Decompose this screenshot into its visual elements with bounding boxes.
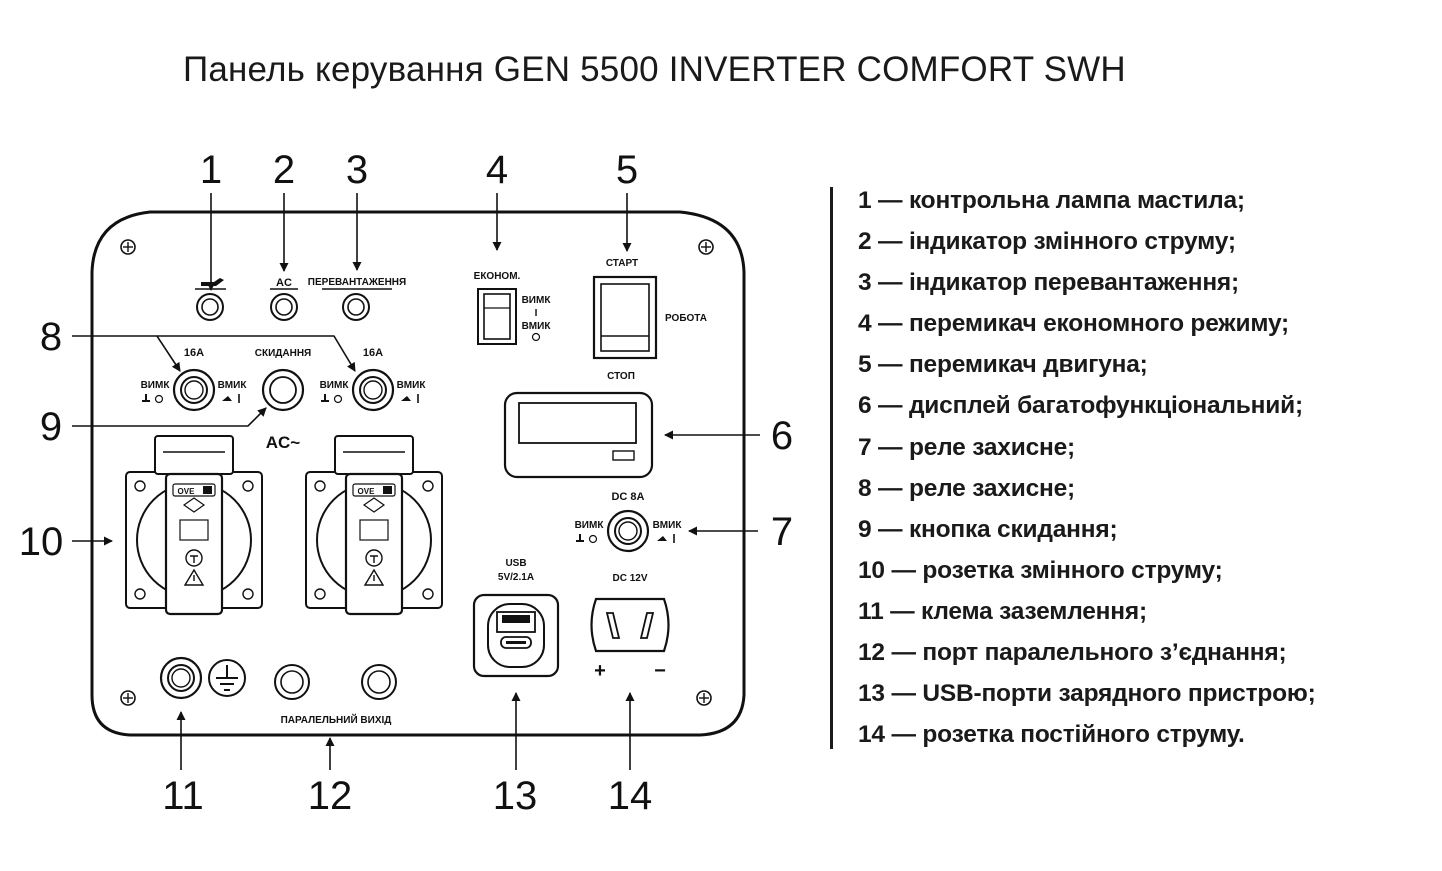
dc-breaker-label: DC 8A: [611, 491, 644, 503]
overload-indicator-lamp: [342, 293, 370, 321]
breaker-left-off-label: ВИМК: [141, 380, 171, 391]
engine-start-label: СТАРТ: [606, 258, 638, 269]
callout-7: 7: [771, 510, 793, 554]
ac-indicator-label: AC: [276, 277, 292, 289]
ac-socket-right[interactable]: OVE: [305, 435, 443, 616]
legend-item: 11 — клема заземлення;: [858, 597, 1147, 625]
warning-triangle-icon: [183, 568, 205, 586]
dc-minus-label: −: [654, 660, 666, 682]
reset-button[interactable]: [261, 368, 305, 412]
callout-13: 13: [493, 774, 538, 818]
legend-item: 12 — порт паралельного з’єднання;: [858, 639, 1287, 667]
warning-triangle-icon: [363, 568, 385, 586]
economy-switch-label: ЕКОНОМ.: [474, 271, 521, 282]
callout-10: 10: [19, 520, 64, 564]
legend-item: 6 — дисплей багатофункціональний;: [858, 392, 1303, 420]
breaker-right-on-label: ВМИК: [397, 380, 427, 391]
engine-switch[interactable]: [592, 275, 658, 360]
usb-rating-label: 5V/2.1A: [498, 572, 534, 583]
dc-12v-socket[interactable]: [590, 597, 670, 653]
callout-leaders: [72, 193, 760, 770]
panel-outline: [90, 210, 746, 737]
callout-9: 9: [40, 405, 62, 449]
engine-stop-label: СТОП: [607, 371, 635, 382]
parallel-port-right[interactable]: [361, 664, 397, 700]
usb-charging-ports[interactable]: [472, 593, 560, 678]
overload-indicator-label: ПЕРЕВАНТАЖЕННЯ: [308, 277, 406, 288]
dc-socket-label: DC 12V: [612, 573, 647, 584]
legend-item: 10 — розетка змінного струму;: [858, 556, 1223, 584]
legend-item: 7 — реле захисне;: [858, 433, 1075, 461]
socket-right-badge: OVE: [358, 487, 376, 496]
legend-item: 9 — кнопка скидання;: [858, 515, 1118, 543]
economy-on-mark: I: [535, 308, 538, 319]
economy-switch[interactable]: [477, 288, 517, 345]
screw-icon: [120, 690, 136, 706]
breaker-left-on-label: ВМИК: [218, 380, 248, 391]
legend-item: 14 — розетка постійного струму.: [858, 721, 1245, 749]
legend-item: 5 — перемикач двигуна;: [858, 351, 1148, 379]
ground-terminal[interactable]: [159, 656, 203, 700]
callout-14: 14: [608, 774, 653, 818]
callout-11: 11: [162, 774, 204, 818]
callout-5: 5: [616, 148, 638, 192]
ac-socket-left[interactable]: OVE: [125, 435, 263, 616]
engine-run-label: РОБОТА: [665, 313, 707, 324]
legend-list: 1 — контрольна лампа мастила; 2 — індика…: [858, 180, 1316, 755]
dc-breaker-on-label: ВМИК: [653, 520, 683, 531]
legend-item: 3 — індикатор перевантаження;: [858, 269, 1239, 297]
economy-on-label: ВМИК: [522, 321, 552, 332]
parallel-output-label: ПАРАЛЕЛЬНИЙ ВИХІД: [281, 713, 392, 726]
ac-output-label: AC~: [266, 433, 301, 452]
callout-4: 4: [486, 148, 508, 192]
legend-item: 13 — USB-порти зарядного пристрою;: [858, 680, 1316, 708]
dc-breaker[interactable]: [606, 509, 650, 553]
callout-1: 1: [200, 148, 222, 192]
breaker-right-rating: 16A: [363, 347, 383, 359]
screw-icon: [120, 239, 136, 255]
control-panel-diagram: AC ПЕРЕВАНТАЖЕННЯ 16A ВИМК ВМИК 16A ВИМК…: [19, 148, 793, 818]
callout-2: 2: [273, 148, 295, 192]
oil-warning-lamp: [196, 293, 224, 321]
socket-left-badge: OVE: [178, 487, 196, 496]
page-title: Панель керування GEN 5500 INVERTER COMFO…: [183, 50, 1126, 89]
dc-plus-label: +: [594, 660, 606, 682]
screw-icon: [696, 690, 712, 706]
legend-item: 4 — перемикач економного режиму;: [858, 310, 1289, 338]
legend-item: 2 — індикатор змінного струму;: [858, 228, 1236, 256]
reset-button-label: СКИДАННЯ: [255, 348, 312, 359]
parallel-port-left[interactable]: [274, 664, 310, 700]
dc-breaker-off-label: ВИМК: [575, 520, 605, 531]
multifunction-display: [503, 391, 654, 479]
legend-divider: [830, 187, 833, 749]
legend-item: 1 — контрольна лампа мастила;: [858, 187, 1245, 214]
ac-indicator-lamp: [270, 293, 298, 321]
callout-12: 12: [308, 774, 353, 818]
breaker-right-off-label: ВИМК: [320, 380, 350, 391]
screw-icon: [698, 239, 714, 255]
callout-3: 3: [346, 148, 368, 192]
ground-symbol-icon: [208, 659, 246, 697]
usb-label: USB: [505, 558, 526, 569]
legend-item: 8 — реле захисне;: [858, 474, 1075, 502]
economy-off-label: ВИМК: [522, 295, 552, 306]
breaker-left-rating: 16A: [184, 347, 204, 359]
breaker-16a-right[interactable]: [351, 368, 395, 412]
breaker-16a-left[interactable]: [172, 368, 216, 412]
callout-8: 8: [40, 315, 62, 359]
callout-6: 6: [771, 414, 793, 458]
